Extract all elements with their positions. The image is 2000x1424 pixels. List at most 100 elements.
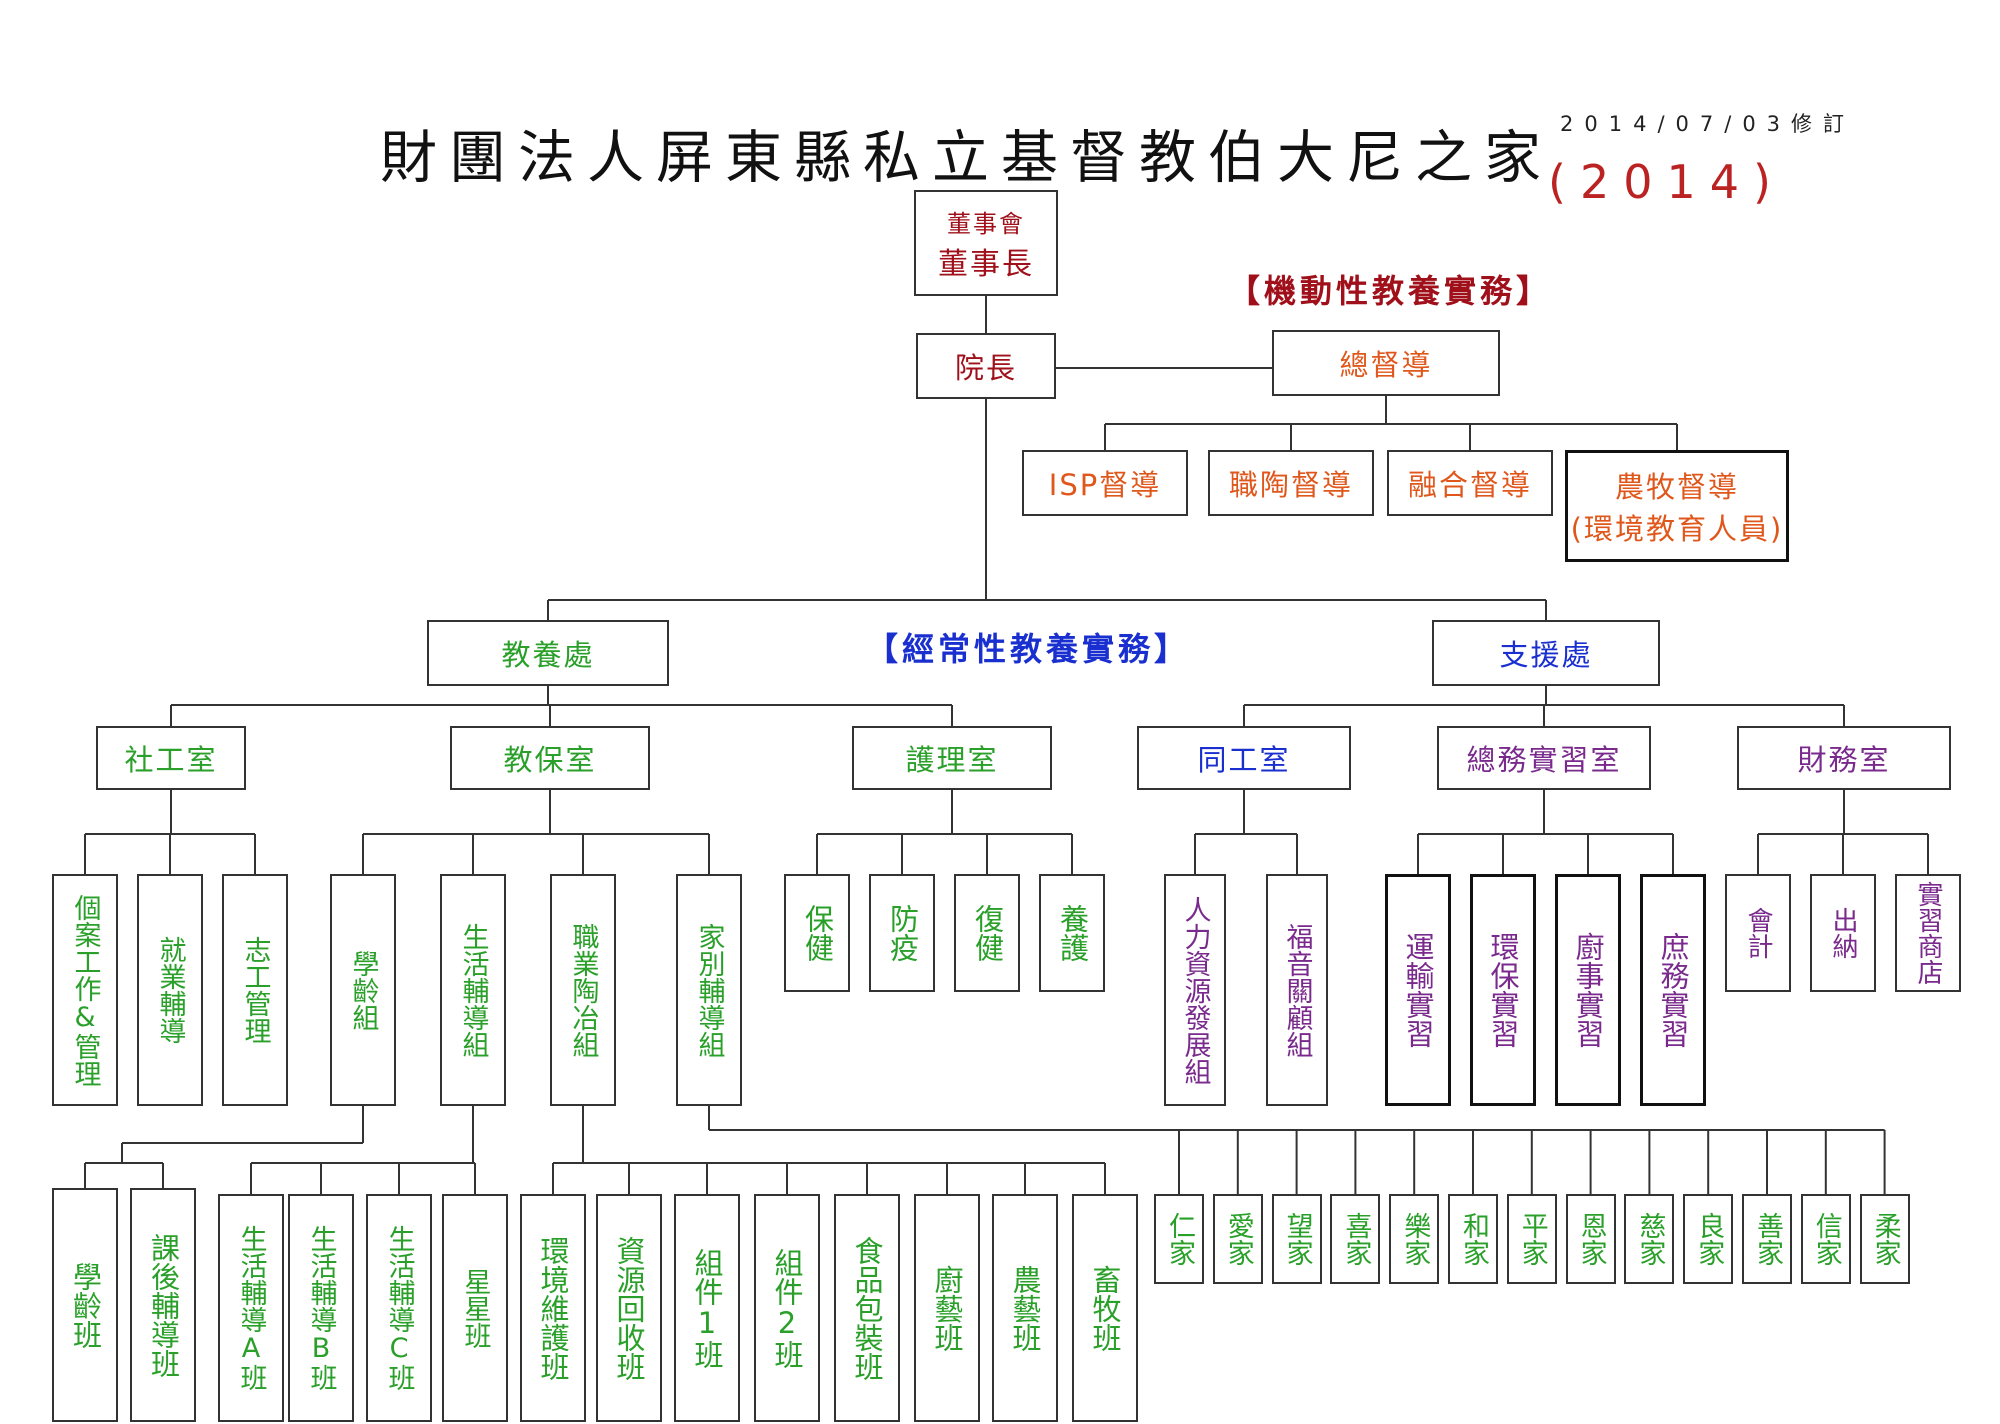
vocational-class-4-label: 組件2班	[770, 1247, 804, 1369]
home-6: 和家	[1448, 1194, 1498, 1284]
vocational-class-6-label: 廚藝班	[930, 1264, 964, 1352]
mobile-practice-label: 【機動性教養實務】	[1228, 272, 1553, 310]
support-dept-box-label: 支援處	[1499, 638, 1593, 672]
chief-supervisor-box: 總督導	[1272, 330, 1500, 396]
home-7: 平家	[1506, 1194, 1557, 1284]
social-work-unit-3-label: 志工管理	[239, 936, 271, 1044]
care-group-1-label: 學齡組	[347, 949, 379, 1031]
home-13: 柔家	[1859, 1194, 1910, 1284]
farm-supervisor-box-label-1: 農牧督導	[1614, 470, 1739, 504]
social-work-unit-1-label: 個案工作&管理	[69, 893, 101, 1087]
nursing-box: 護理室	[852, 726, 1052, 790]
life-class-2: 生活輔導B班	[288, 1194, 354, 1422]
vocational-class-4: 組件2班	[754, 1194, 820, 1422]
home-12: 信家	[1800, 1194, 1851, 1284]
general-affairs-unit-3: 廚事實習	[1555, 874, 1621, 1106]
care-group-3-label: 職業陶冶組	[567, 922, 599, 1058]
vocational-class-2: 資源回收班	[596, 1194, 662, 1422]
home-7-label: 平家	[1516, 1212, 1548, 1266]
education-dept-box-label: 教養處	[501, 638, 595, 672]
home-9-label: 慈家	[1634, 1212, 1666, 1266]
care-group-3: 職業陶冶組	[550, 874, 616, 1106]
finance-unit-1-label: 會計	[1743, 907, 1773, 959]
home-1-label: 仁家	[1164, 1212, 1195, 1266]
general-affairs-unit-3-label: 廚事實習	[1571, 932, 1605, 1048]
staff-unit-1-label: 人力資源發展組	[1179, 895, 1211, 1085]
home-10-label: 良家	[1693, 1212, 1725, 1266]
farm-supervisor-box-label-2: (環境教育人員)	[1570, 512, 1784, 546]
care-group-2-label: 生活輔導組	[457, 922, 489, 1058]
chart-year: (2014)	[1548, 155, 1785, 209]
life-class-1-label: 生活輔導A班	[235, 1225, 267, 1391]
school-class-1: 學齡班	[52, 1188, 118, 1422]
vocational-class-1-label: 環境維護班	[536, 1235, 570, 1381]
vocational-class-7: 農藝班	[992, 1194, 1058, 1422]
vocational-class-2-label: 資源回收班	[612, 1235, 646, 1381]
finance-unit-2: 出納	[1810, 874, 1876, 992]
home-1: 仁家	[1154, 1194, 1204, 1284]
board-box-label-2: 董事長	[938, 246, 1034, 282]
social-work-unit-3: 志工管理	[222, 874, 288, 1106]
general-affairs-unit-2: 環保實習	[1470, 874, 1536, 1106]
vocational-class-3-label: 組件1班	[690, 1247, 724, 1369]
finance-box: 財務室	[1737, 726, 1951, 790]
isp-supervisor-box: ISP督導	[1022, 450, 1188, 516]
life-class-4: 星星班	[442, 1194, 508, 1422]
chief-supervisor-box-label: 總督導	[1339, 348, 1433, 382]
social-work-unit-1: 個案工作&管理	[52, 874, 118, 1106]
life-class-3-label: 生活輔導C班	[383, 1225, 415, 1391]
home-2: 愛家	[1212, 1194, 1263, 1284]
vocational-class-1: 環境維護班	[520, 1194, 586, 1422]
home-5: 樂家	[1389, 1194, 1440, 1284]
home-2-label: 愛家	[1222, 1212, 1254, 1266]
staff-office-box: 同工室	[1137, 726, 1351, 790]
staff-unit-1: 人力資源發展組	[1164, 874, 1226, 1106]
school-class-1-label: 學齡班	[68, 1261, 103, 1349]
inclusion-supervisor-box-label: 融合督導	[1407, 468, 1532, 502]
vocational-class-7-label: 農藝班	[1008, 1264, 1042, 1352]
school-class-2: 課後輔導班	[130, 1188, 196, 1422]
home-3: 望家	[1271, 1194, 1322, 1284]
general-affairs-unit-1-label: 運輸實習	[1401, 932, 1435, 1048]
isp-supervisor-box-label: ISP督導	[1048, 468, 1162, 502]
nursing-unit-2-label: 防疫	[885, 904, 920, 962]
nursing-unit-3-label: 復健	[970, 904, 1005, 962]
home-10: 良家	[1683, 1194, 1734, 1284]
general-affairs-unit-4-label: 庶務實習	[1656, 932, 1690, 1048]
director-box-label: 院長	[954, 351, 1017, 385]
care-office-box: 教保室	[450, 726, 650, 790]
vocational-class-6: 廚藝班	[914, 1194, 980, 1422]
staff-unit-2: 福音關顧組	[1266, 874, 1328, 1106]
home-4: 喜家	[1330, 1194, 1381, 1284]
vocational-class-3: 組件1班	[674, 1194, 740, 1422]
nursing-unit-3: 復健	[954, 874, 1020, 992]
finance-unit-2-label: 出納	[1828, 907, 1858, 959]
care-office-box-label: 教保室	[503, 743, 597, 777]
nursing-unit-1: 保健	[784, 874, 850, 992]
director-box: 院長	[916, 333, 1056, 399]
home-5-label: 樂家	[1399, 1212, 1431, 1266]
care-group-2: 生活輔導組	[440, 874, 506, 1106]
life-class-2-label: 生活輔導B班	[305, 1225, 337, 1391]
life-class-4-label: 星星班	[459, 1267, 491, 1349]
social-work-box: 社工室	[96, 726, 246, 790]
care-group-1: 學齡組	[330, 874, 396, 1106]
home-4-label: 喜家	[1340, 1212, 1372, 1266]
home-11-label: 善家	[1752, 1212, 1783, 1266]
finance-unit-3: 實習商店	[1895, 874, 1961, 992]
home-9: 慈家	[1624, 1194, 1675, 1284]
care-group-4-label: 家別輔導組	[693, 922, 725, 1058]
social-work-unit-2: 就業輔導	[137, 874, 203, 1106]
general-affairs-box-label: 總務實習室	[1466, 743, 1622, 777]
life-class-3: 生活輔導C班	[366, 1194, 432, 1422]
finance-unit-3-label: 實習商店	[1913, 881, 1943, 985]
general-affairs-unit-1: 運輸實習	[1385, 874, 1451, 1106]
farm-supervisor-box: 農牧督導 (環境教育人員)	[1565, 450, 1789, 562]
revision-date: 2014/07/03修訂	[1560, 112, 1856, 136]
vocational-supervisor-box: 職陶督導	[1208, 450, 1374, 516]
nursing-unit-2: 防疫	[869, 874, 935, 992]
school-class-2-label: 課後輔導班	[146, 1232, 181, 1378]
vocational-class-5: 食品包裝班	[834, 1194, 900, 1422]
home-6-label: 和家	[1458, 1212, 1489, 1266]
